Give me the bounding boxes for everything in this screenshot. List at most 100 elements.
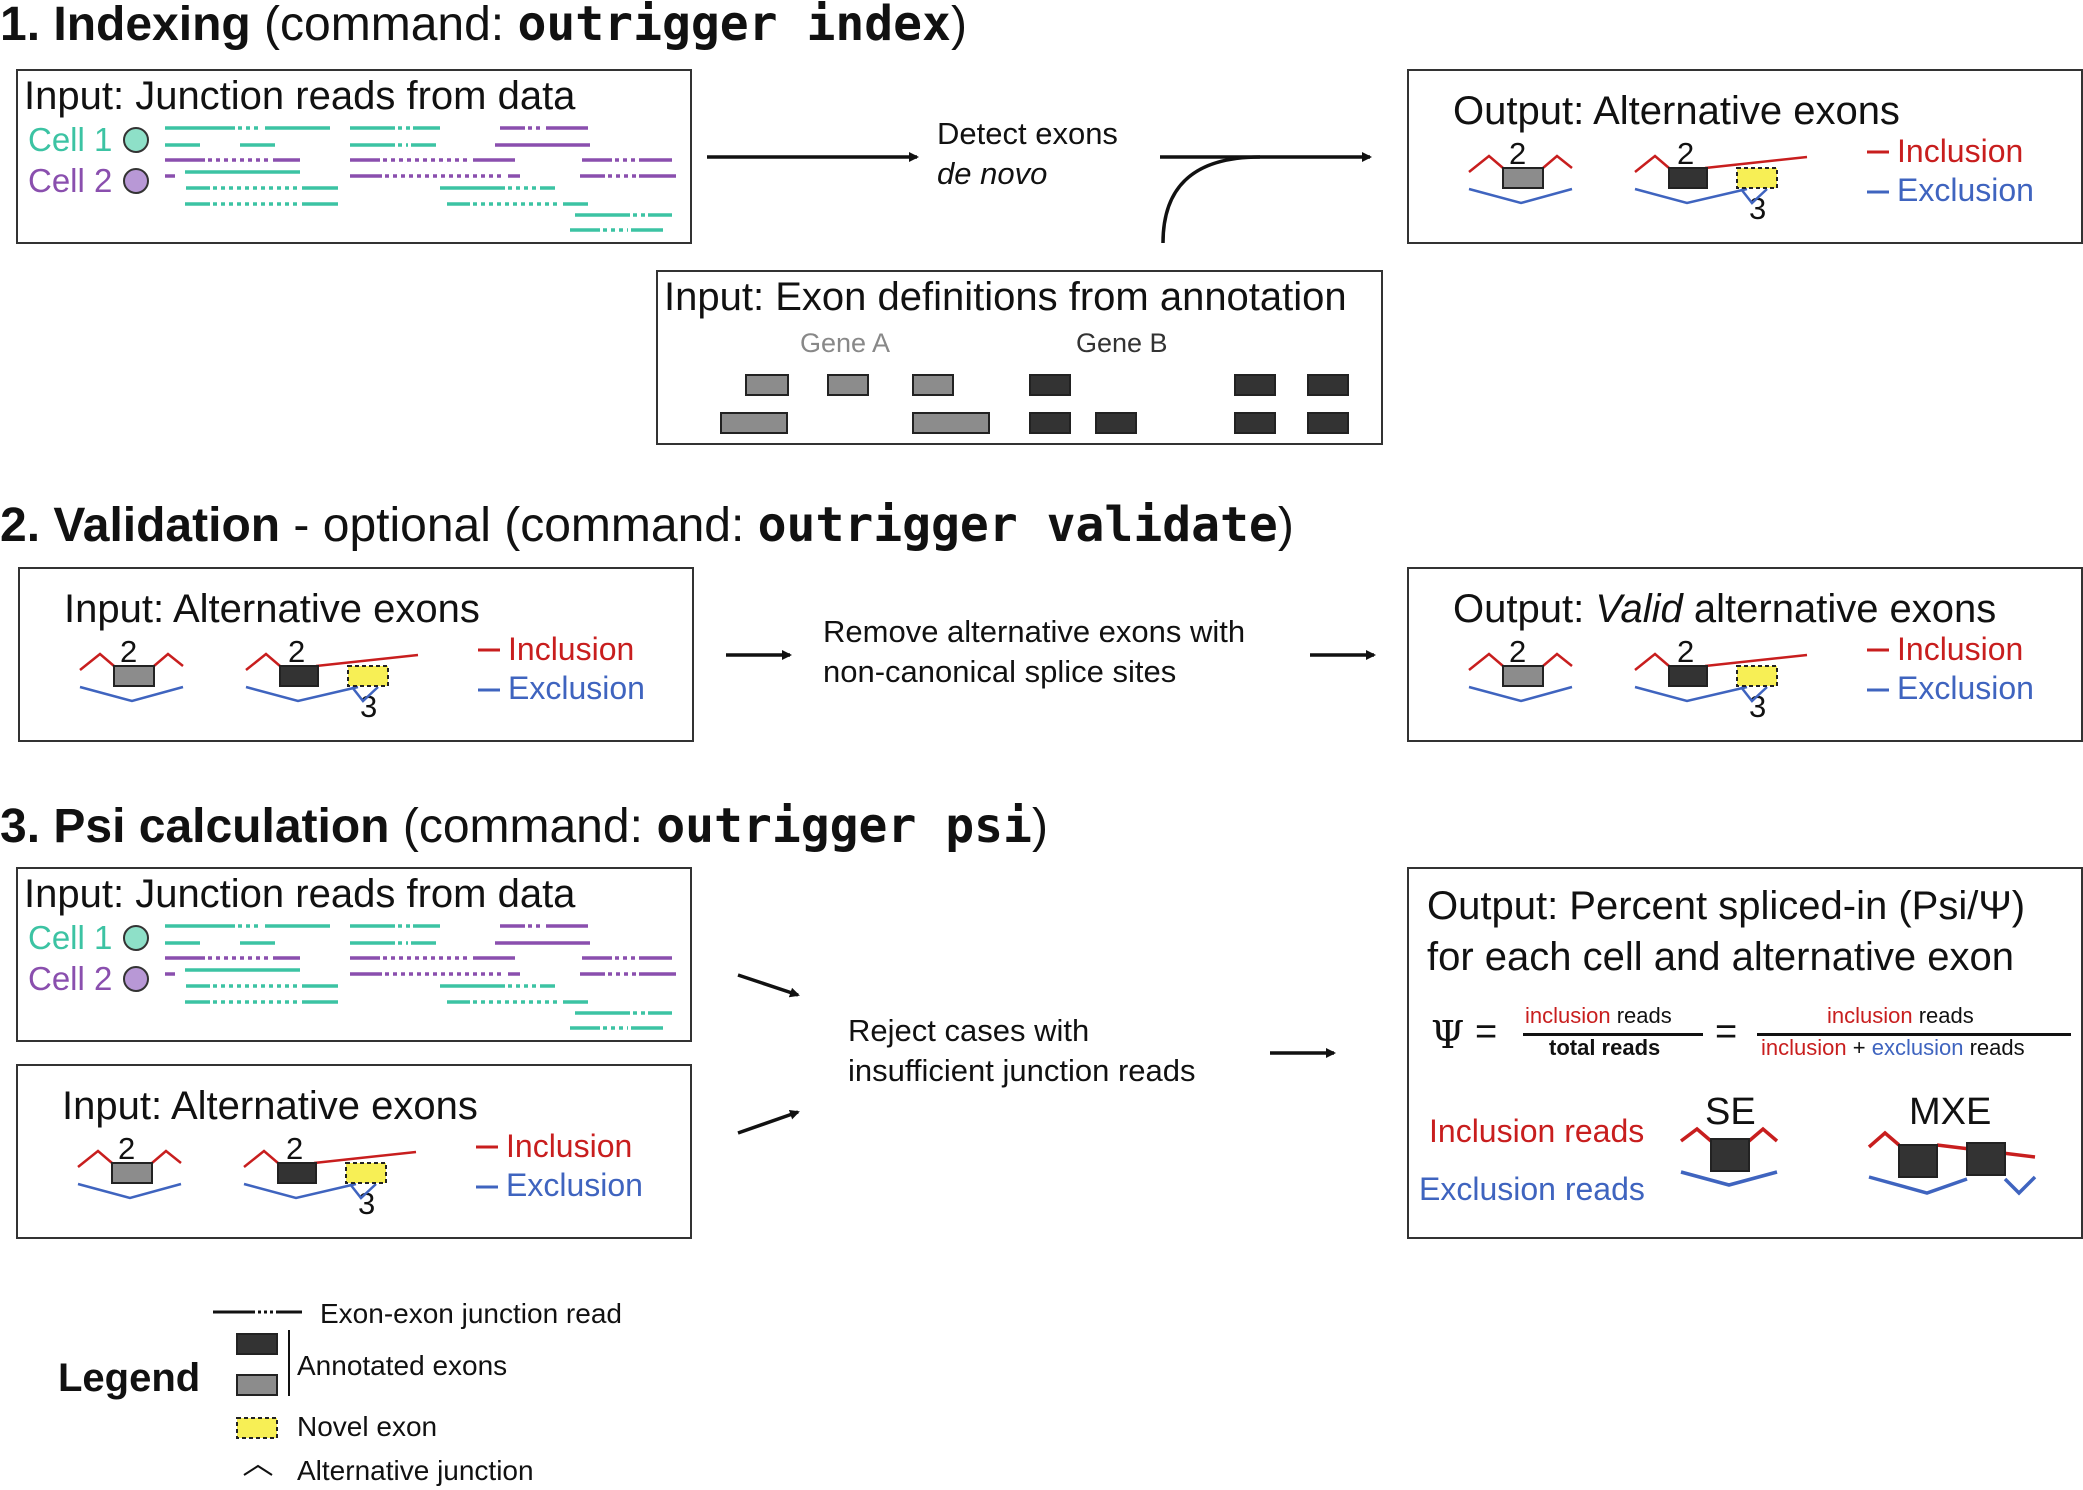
section3-command: outrigger psi xyxy=(656,798,1032,854)
exclusion-reads-label: Exclusion reads xyxy=(1419,1171,1645,1207)
psi-equals-1: = xyxy=(1475,1011,1498,1053)
s1-annotation-curve xyxy=(1161,155,1261,244)
s2-input-box: Input: Alternative exons 2 2 3 Inclusion… xyxy=(18,567,694,742)
s2-out-inclusion-label: Inclusion xyxy=(1897,631,2024,667)
psi-equals-2: = xyxy=(1715,1011,1738,1053)
frac1-numerator: inclusion reads xyxy=(1525,1003,1672,1029)
s1-cell1-icon xyxy=(123,127,149,153)
s1-inclusion-label: Inclusion xyxy=(1897,133,2024,169)
se-label: SE xyxy=(1705,1091,1756,1133)
annotation-exons xyxy=(720,374,1349,434)
detect-line1: Detect exons xyxy=(937,116,1118,151)
s3-in-inclusion-label: Inclusion xyxy=(506,1128,633,1164)
section2-command: outrigger validate xyxy=(757,497,1278,553)
s3-input-exons-title: Input: Alternative exons xyxy=(62,1084,478,1128)
section1-number: 1. xyxy=(0,0,41,51)
frac1-line xyxy=(1523,1033,1703,1036)
frac1-reads: reads xyxy=(1616,1003,1672,1028)
s2-out-exclusion-label: Exclusion xyxy=(1897,670,2034,706)
s1-cell1-label: Cell 1 xyxy=(28,121,113,158)
frac2-den-exclusion: exclusion xyxy=(1871,1035,1964,1060)
frac1-denominator: total reads xyxy=(1549,1035,1661,1060)
s1-output-box: Output: Alternative exons 2 2 3 Inclusio… xyxy=(1407,69,2083,244)
s1-mxe-exon-num3: 3 xyxy=(1749,191,1767,226)
detect-line2: de novo xyxy=(937,156,1048,191)
s2-input-exon-diagram xyxy=(79,648,500,703)
legend-title: Legend xyxy=(58,1356,201,1400)
legend-alt-junction-label: Alternative junction xyxy=(297,1455,534,1486)
s2-in-se-num: 2 xyxy=(120,634,138,669)
s2-output-post: alternative exons xyxy=(1682,587,1997,631)
s3-in-mxe-num3: 3 xyxy=(358,1186,376,1221)
s3-input-reads-title: Input: Junction reads from data xyxy=(24,872,576,916)
s1-annotation-title: Input: Exon definitions from annotation xyxy=(664,275,1347,319)
legend-annotated-label: Annotated exons xyxy=(297,1350,508,1381)
s3-mid-line1: Reject cases with xyxy=(848,1013,1090,1048)
section2-number: 2. xyxy=(0,499,41,552)
section3-title: 3. Psi calculation (command: outrigger p… xyxy=(0,798,1048,855)
section3-number: 3. xyxy=(0,800,41,853)
s2-out-mxe-num2: 2 xyxy=(1677,634,1695,669)
frac2-den-inclusion: inclusion xyxy=(1761,1035,1847,1060)
s2-mid-line1: Remove alternative exons with xyxy=(823,614,1246,649)
s2-output-box: Output: Valid alternative exons 2 2 3 In… xyxy=(1407,567,2083,742)
s3-input-exons-box: Input: Alternative exons 2 2 3 Inclusion… xyxy=(16,1064,692,1239)
s3-middle-text: Reject cases with insufficient junction … xyxy=(848,1011,1196,1091)
s3-junction-reads xyxy=(165,924,676,1030)
frac2-den-reads: reads xyxy=(1969,1035,2025,1060)
section2-heading: Validation xyxy=(53,499,281,552)
s3-input-exon-diagram xyxy=(77,1145,498,1200)
frac2-inclusion: inclusion xyxy=(1827,1003,1913,1028)
s3-arrow-from-reads xyxy=(737,973,800,998)
frac2-numerator: inclusion reads xyxy=(1827,1003,1974,1029)
inclusion-reads-label: Inclusion reads xyxy=(1429,1113,1645,1149)
s3-output-line2: for each cell and alternative exon xyxy=(1427,935,2015,979)
s3-output-line1: Output: Percent spliced-in (Psi/Ψ) xyxy=(1427,884,2026,928)
s2-middle-text: Remove alternative exons with non-canoni… xyxy=(823,612,1245,692)
s2-in-inclusion-label: Inclusion xyxy=(508,631,635,667)
section1-heading: Indexing xyxy=(53,0,251,51)
s2-out-mxe-num3: 3 xyxy=(1749,689,1767,724)
s3-cell2-label: Cell 2 xyxy=(28,960,113,997)
s2-out-se-num: 2 xyxy=(1509,634,1527,669)
s2-output-title: Output: Valid alternative exons xyxy=(1453,586,1996,632)
s1-output-exon-diagram xyxy=(1468,150,1889,205)
mxe-diagram xyxy=(1867,1130,2037,1196)
section2-post: ) xyxy=(1277,499,1294,552)
s2-in-exclusion-label: Exclusion xyxy=(508,670,645,706)
s1-mxe-exon-num2: 2 xyxy=(1677,136,1695,171)
s1-se-exon-num: 2 xyxy=(1509,136,1527,171)
gene-b-label: Gene B xyxy=(1076,328,1168,358)
s2-in-mxe-num2: 2 xyxy=(288,634,306,669)
s1-output-title: Output: Alternative exons xyxy=(1453,89,1900,133)
legend-dark-exon-icon xyxy=(236,1333,278,1355)
section3-pre: (command: xyxy=(389,800,657,853)
frac2-line xyxy=(1757,1033,2071,1036)
s3-in-se-num: 2 xyxy=(118,1131,136,1166)
s3-mid-line2: insufficient junction reads xyxy=(848,1053,1196,1088)
detect-exons-text: Detect exons de novo xyxy=(937,114,1118,194)
frac2-denominator: inclusion + exclusion reads xyxy=(1761,1035,2025,1061)
s2-input-title: Input: Alternative exons xyxy=(64,587,480,631)
mxe-label: MXE xyxy=(1909,1091,1992,1133)
s3-cell1-label: Cell 1 xyxy=(28,919,113,956)
frac2-reads: reads xyxy=(1918,1003,1974,1028)
legend-novel-label: Novel exon xyxy=(297,1411,438,1442)
s2-in-mxe-num3: 3 xyxy=(360,689,378,724)
section3-heading: Psi calculation xyxy=(53,800,390,853)
s2-output-pre: Output: xyxy=(1453,587,1596,631)
legend-junction-label: Exon-exon junction read xyxy=(320,1298,622,1329)
section1-command: outrigger index xyxy=(517,0,951,52)
section1-post: ) xyxy=(950,0,967,51)
s1-annotation-box: Input: Exon definitions from annotation … xyxy=(656,270,1383,445)
section2-pre: - optional (command: xyxy=(280,499,758,552)
section2-title: 2. Validation - optional (command: outri… xyxy=(0,497,1294,554)
section1-pre: (command: xyxy=(250,0,518,51)
se-diagram xyxy=(1679,1126,1779,1187)
legend-grey-exon-icon xyxy=(236,1374,278,1396)
legend-novel-exon-icon xyxy=(236,1417,278,1439)
frac2-plus: + xyxy=(1852,1035,1866,1060)
psi-symbol: Ψ xyxy=(1431,1013,1465,1057)
s3-in-exclusion-label: Exclusion xyxy=(506,1167,643,1203)
